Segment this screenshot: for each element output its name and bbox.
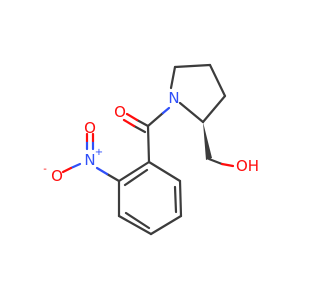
bond-ar-nitro xyxy=(105,172,121,183)
bond-c4-c5 xyxy=(173,63,212,69)
bond-carbonyl-o-2-red xyxy=(122,118,136,128)
bond-n-c2 xyxy=(178,101,205,124)
nitro-oxygen-left-charge: - xyxy=(43,164,47,175)
bond-c2-c3 xyxy=(201,94,227,124)
bond-carbonyl-ring xyxy=(146,124,151,164)
ring-nitrogen-label: N xyxy=(168,89,179,107)
bond-ar-inner-3 xyxy=(123,168,149,187)
nitro-oxygen-top-label: O xyxy=(84,119,96,137)
bond-ar-inner-1 xyxy=(173,185,178,214)
wedge-bond xyxy=(203,122,212,160)
carbonyl-oxygen-label: O xyxy=(114,103,126,121)
bond-ar-inner-2 xyxy=(124,211,151,230)
molecule-structure: O N OH N + O O - xyxy=(43,63,259,236)
bond-n-carbonyl-blue xyxy=(161,106,171,115)
nitro-nitrogen-charge: + xyxy=(95,147,103,158)
bond-ch2-oh-red xyxy=(220,162,235,168)
bond-nitro-o-left-red xyxy=(61,166,73,174)
bond-ch2-oh xyxy=(207,157,224,166)
bond-c5-n xyxy=(169,65,177,90)
bond-ar2-ar3 xyxy=(178,179,183,218)
nitro-nitrogen-label: N xyxy=(84,151,95,169)
bond-c3-c4 xyxy=(208,63,227,98)
nitro-oxygen-left-label: O xyxy=(51,167,63,185)
bond-ar6-ar1 xyxy=(117,160,151,183)
bond-carbonyl-o-1-red xyxy=(125,112,139,122)
bond-nitro-o-left xyxy=(69,162,82,170)
bond-n-carbonyl xyxy=(146,111,165,128)
bond-ar4-ar5 xyxy=(117,214,153,236)
bond-ar1-ar2 xyxy=(147,160,182,183)
bond-carbonyl-o-2 xyxy=(132,124,147,134)
hydroxyl-label: OH xyxy=(236,157,259,175)
bond-carbonyl-o-1 xyxy=(135,118,150,128)
bond-ar-nitro-blue xyxy=(95,166,109,176)
bond-ar3-ar4 xyxy=(149,214,183,236)
